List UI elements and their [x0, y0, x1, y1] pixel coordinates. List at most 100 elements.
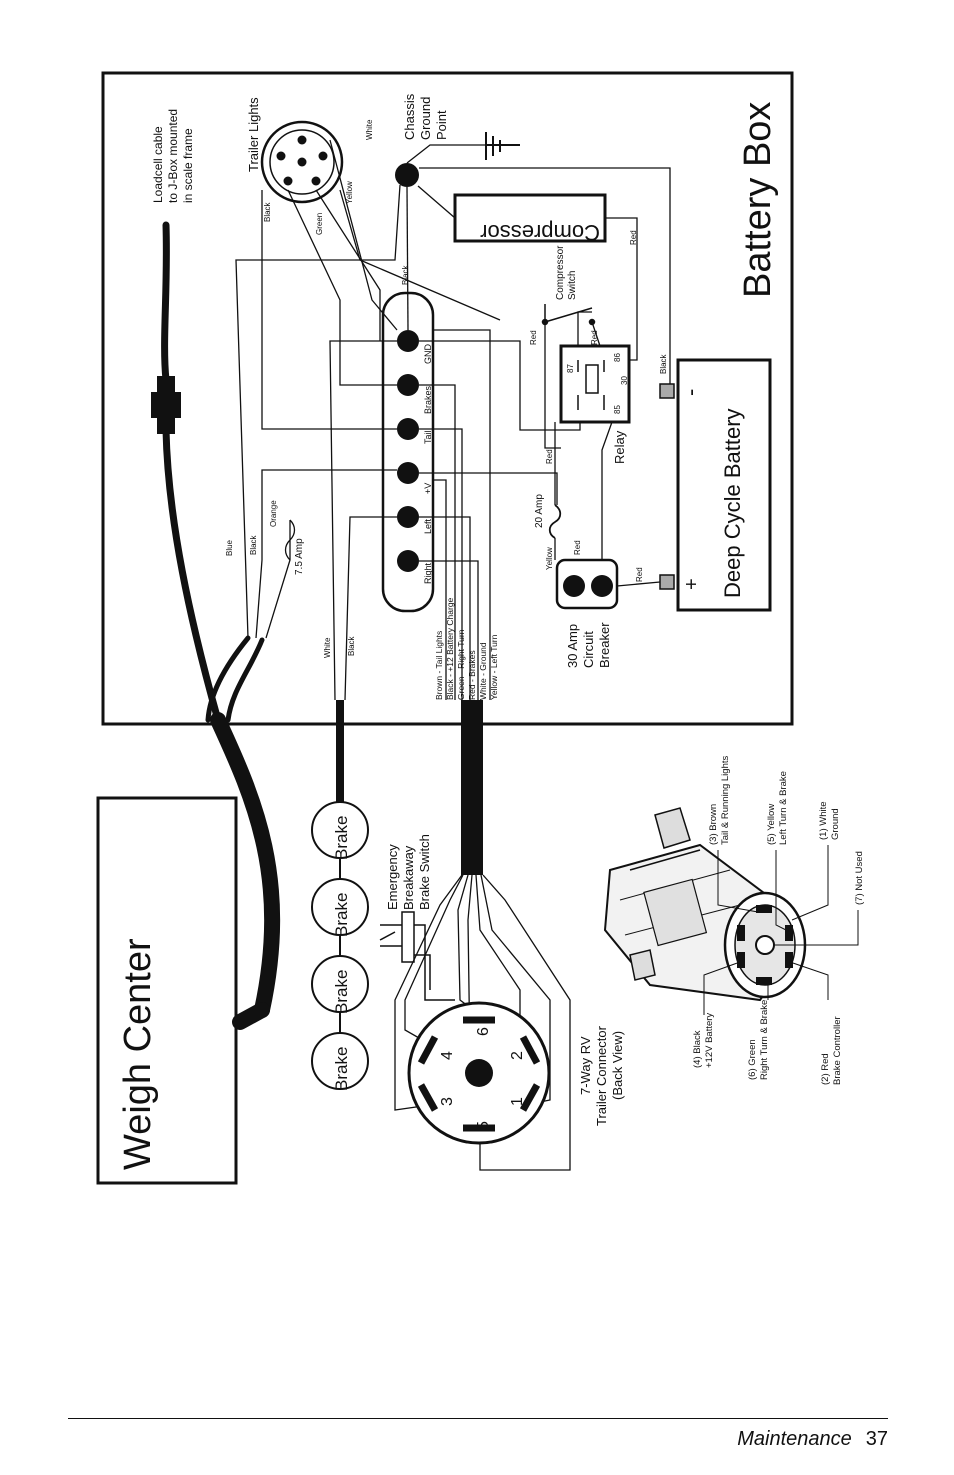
relay-pin-87: 87 [566, 364, 575, 373]
trailer-lights-label: Trailer Lights [246, 97, 261, 172]
plug-label-green-b: Right Turn & Brake [759, 1000, 770, 1080]
wire-label-green-lights: Green [315, 213, 324, 235]
brake-label-2: Brake [332, 893, 351, 937]
relay-pin-30: 30 [620, 376, 629, 385]
weigh-center-box [96, 796, 238, 1185]
footer-section: Maintenance [737, 1428, 852, 1450]
wire-label-black-brake: Black [347, 635, 356, 656]
plug-label-red-b: Brake Controller [832, 1016, 843, 1085]
chassis-ground-point [395, 163, 419, 187]
wire-label-black-gnd: Black [401, 264, 410, 285]
wire-label-red-breaker: Red [573, 540, 582, 555]
trailer-lights-socket [260, 120, 344, 204]
wire-label-black-lights: Black [263, 201, 272, 222]
wire-color-labels: Black Green Yellow White Black Red Red R… [225, 119, 668, 658]
terminal-left: Left [423, 518, 433, 534]
connector-label-2: Trailer Connector [594, 1025, 609, 1126]
wire-legend: Brown - Tail Lights Black - +12 Battery … [434, 597, 499, 700]
brake-label-4: Brake [332, 1047, 351, 1091]
chassis-label-3: Point [434, 110, 449, 140]
battery-minus: - [678, 389, 703, 396]
breaker-post-2 [591, 575, 613, 597]
trailer-plug-illustration [603, 807, 807, 1002]
wire-label-black-fuse: Black [249, 534, 258, 555]
wire-label-yellow-breaker: Yellow [545, 547, 554, 570]
legend-green: Green - Right Turn [456, 629, 466, 700]
loadcell-label-2: to J-Box mounted [166, 109, 180, 203]
relay-internals [577, 360, 605, 410]
footer-page-number: 37 [865, 1428, 888, 1450]
connector-label-1: 7-Way RV [578, 1036, 593, 1095]
plug-label-brown-b: Tail & Running Lights [720, 756, 731, 845]
wire-label-white-brake: White [323, 637, 332, 658]
pin-label-3: 3 [439, 1097, 456, 1106]
chassis-label-1: Chassis [402, 93, 417, 140]
seven-way-center-pin [465, 1059, 493, 1087]
wire-label-black-battery: Black [659, 353, 668, 374]
wire-label-red-relay: Red [590, 330, 599, 345]
battery-plus: + [681, 578, 703, 590]
brake-circles [311, 801, 369, 1090]
fuse-20-amp-label: 20 Amp [534, 494, 545, 528]
legend-brown: Brown - Tail Lights [434, 631, 444, 700]
wire-label-red-fuse: Red [545, 449, 554, 464]
plug-label-green-a: (6) Green [747, 1039, 758, 1080]
loadcell-label-3: in scale frame [181, 128, 195, 203]
relay-label: Relay [612, 430, 627, 464]
terminal-tail: Tail [423, 430, 433, 444]
cable-gland-ring [151, 392, 181, 418]
legend-white: White - Ground [478, 642, 488, 700]
plug-label-yellow-a: (5) Yellow [766, 804, 777, 845]
terminal-brakes: Brakes [423, 385, 433, 414]
page-footer: Maintenance 37 [737, 1428, 888, 1451]
pin-label-4: 4 [439, 1051, 456, 1060]
battery-box-outline [101, 71, 794, 726]
pin-label-5: 5 [475, 1121, 492, 1130]
wire-label-orange: Orange [269, 500, 278, 527]
plug-label-brown-a: (3) Brown [708, 804, 719, 845]
box-wiring [235, 139, 671, 701]
breaker-label-1: 30 Amp [565, 624, 580, 668]
legend-red: Red - Brakes [467, 650, 477, 700]
legend-black: Black - +12 Battery Charge [445, 597, 455, 700]
legend-yellow: Yellow - Left Turn [489, 634, 499, 700]
wire-label-red-switch: Red [529, 330, 538, 345]
terminal-right: Right [423, 562, 433, 584]
compressor-switch-label-2: Switch [567, 271, 578, 300]
relay-pin-86: 86 [613, 353, 622, 362]
plug-label-red-a: (2) Red [820, 1053, 831, 1085]
pin-label-1: 1 [509, 1097, 526, 1106]
terminal-posts [397, 330, 419, 572]
wire-label-red-battery: Red [635, 567, 644, 582]
plug-leader-lines [703, 845, 859, 1015]
breakaway-switch-icon [379, 911, 455, 1001]
pin-label-2: 2 [509, 1051, 526, 1060]
loadcell-cable [161, 221, 281, 1030]
plug-labels: (3) Brown Tail & Running Lights (5) Yell… [692, 756, 865, 1085]
wire-label-red-compressor: Red [629, 230, 638, 245]
battery-box-title: Battery Box [737, 102, 779, 298]
breaker-label-3: Breaker [597, 622, 612, 668]
brake-label-3: Brake [332, 970, 351, 1014]
compressor-switch-label-1: Compressor [555, 245, 566, 300]
relay-pin-85: 85 [613, 405, 622, 414]
plug-label-white-b: Ground [830, 808, 841, 840]
pin-label-6: 6 [475, 1027, 492, 1036]
seven-way-pin-bars [417, 1016, 541, 1132]
wire-label-yellow-lights: Yellow [345, 181, 354, 204]
plug-label-not-used: (7) Not Used [854, 851, 865, 905]
battery-terminal-negative [659, 383, 675, 399]
plug-label-black-b: +12V Battery [704, 1013, 715, 1068]
breakaway-label-3: Brake Switch [417, 834, 432, 910]
battery-label: Deep Cycle Battery [720, 408, 745, 598]
chassis-label-2: Ground [418, 97, 433, 140]
breakaway-label-2: Breakaway [401, 845, 416, 910]
terminal-gnd: GND [423, 344, 433, 365]
cable-branches [205, 635, 265, 723]
compressor-switch-icon [541, 304, 596, 326]
compressor-label: Compressor [480, 220, 600, 245]
seven-way-bundle [461, 700, 483, 875]
brake-label-1: Brake [332, 816, 351, 860]
wire-label-white-lights: White [365, 119, 374, 140]
